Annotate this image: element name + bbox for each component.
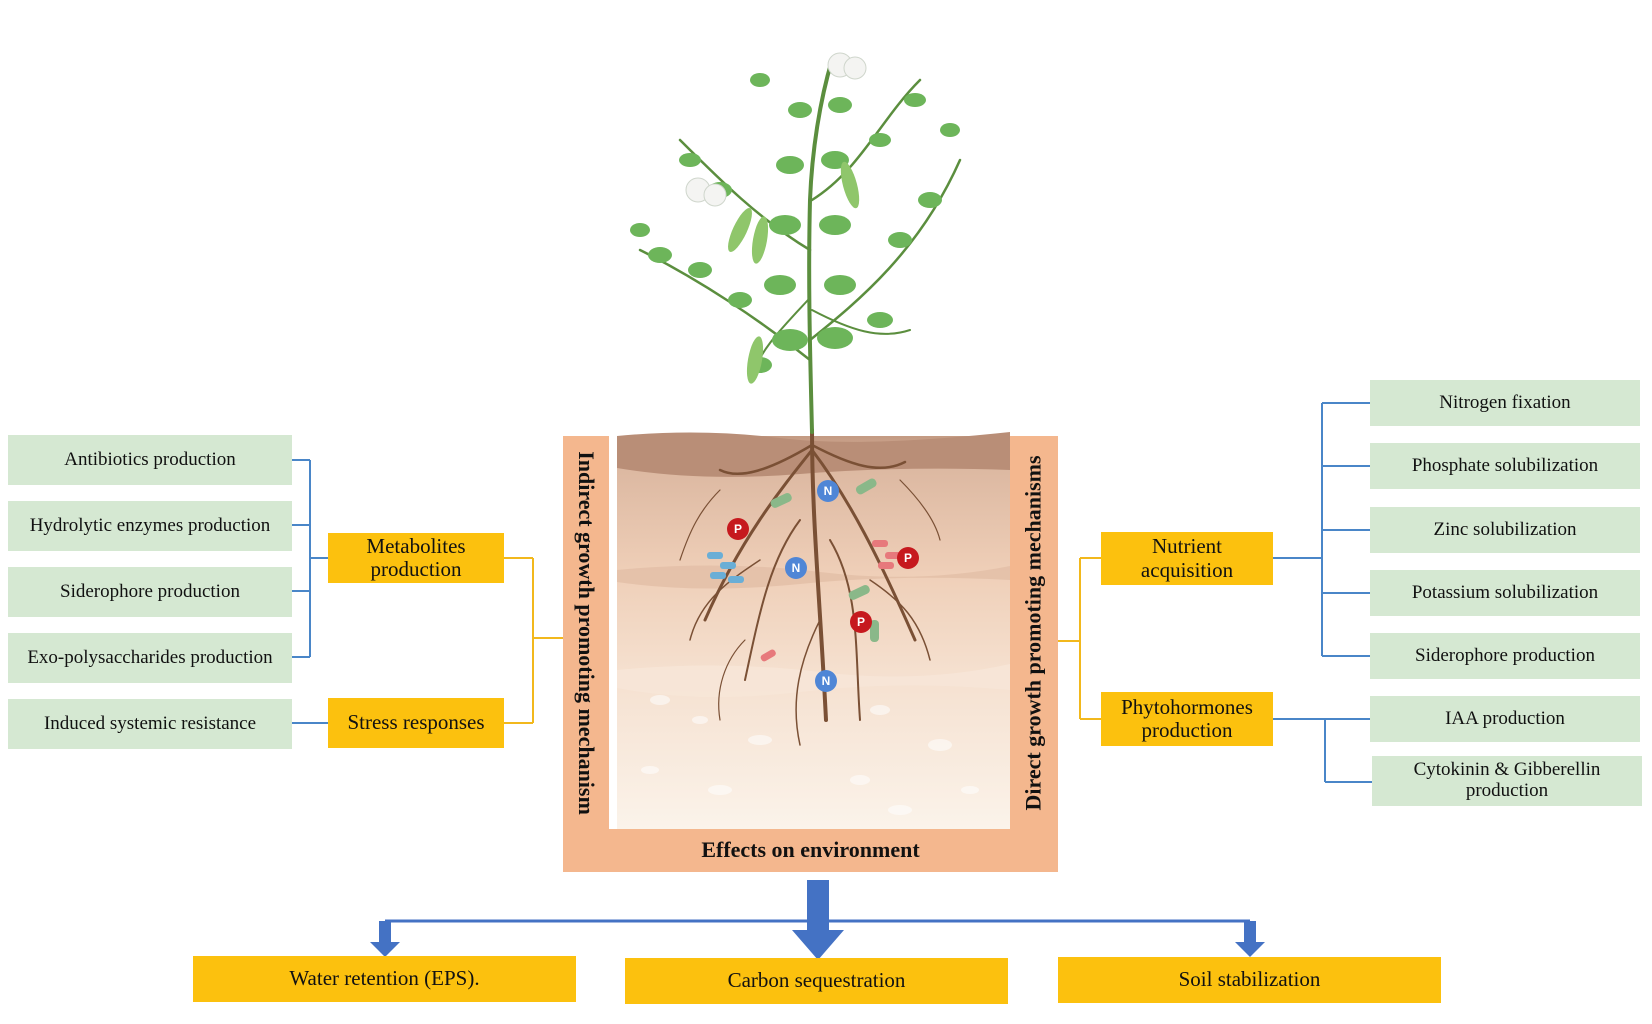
nutrient-badge-n-2: N bbox=[785, 557, 807, 579]
pea-pods bbox=[728, 161, 860, 384]
effect-carbon-sequestration: Carbon sequestration bbox=[625, 958, 1008, 1004]
nutrient-badge-n-3: N bbox=[815, 670, 837, 692]
group-stress-responses: Stress responses bbox=[328, 698, 504, 748]
right-item-potassium-solubilization: Potassium solubilization bbox=[1370, 570, 1640, 616]
nutrient-badge-p-2: P bbox=[897, 547, 919, 569]
left-item-exo-polysaccharides: Exo-polysaccharides production bbox=[8, 633, 292, 683]
group-phytohormones-production: Phytohormones production bbox=[1101, 692, 1273, 746]
right-item-zinc-solubilization: Zinc solubilization bbox=[1370, 507, 1640, 553]
effect-soil-stabilization: Soil stabilization bbox=[1058, 957, 1441, 1003]
group-metabolites-production: Metabolites production bbox=[328, 533, 504, 583]
effect-water-retention: Water retention (EPS). bbox=[193, 956, 576, 1002]
right-item-siderophore-production: Siderophore production bbox=[1370, 633, 1640, 679]
right-item-iaa-production: IAA production bbox=[1370, 696, 1640, 742]
left-item-induced-systemic-resistance: Induced systemic resistance bbox=[8, 699, 292, 749]
effects-arrows bbox=[370, 880, 1265, 960]
nutrient-badge-p-1: P bbox=[727, 518, 749, 540]
right-item-phosphate-solubilization: Phosphate solubilization bbox=[1370, 443, 1640, 489]
right-item-nitrogen-fixation: Nitrogen fixation bbox=[1370, 380, 1640, 426]
left-item-antibiotics: Antibiotics production bbox=[8, 435, 292, 485]
left-item-siderophore: Siderophore production bbox=[8, 567, 292, 617]
indirect-mechanism-label: Indirect growth promoting mechanism bbox=[563, 436, 609, 829]
bacteria bbox=[707, 478, 901, 662]
nutrient-badge-n-1: N bbox=[817, 480, 839, 502]
direct-mechanism-label: Direct growth promoting mechanisms bbox=[1010, 436, 1058, 829]
nutrient-badge-p-3: P bbox=[850, 611, 872, 633]
plant-leaves bbox=[630, 73, 960, 373]
right-item-cytokinin-gibberellin: Cytokinin & Gibberellin production bbox=[1372, 756, 1642, 806]
effects-on-environment-bar: Effects on environment bbox=[563, 829, 1058, 872]
left-item-hydrolytic-enzymes: Hydrolytic enzymes production bbox=[8, 501, 292, 551]
pea-flowers bbox=[685, 52, 867, 207]
group-nutrient-acquisition: Nutrient acquisition bbox=[1101, 532, 1273, 585]
